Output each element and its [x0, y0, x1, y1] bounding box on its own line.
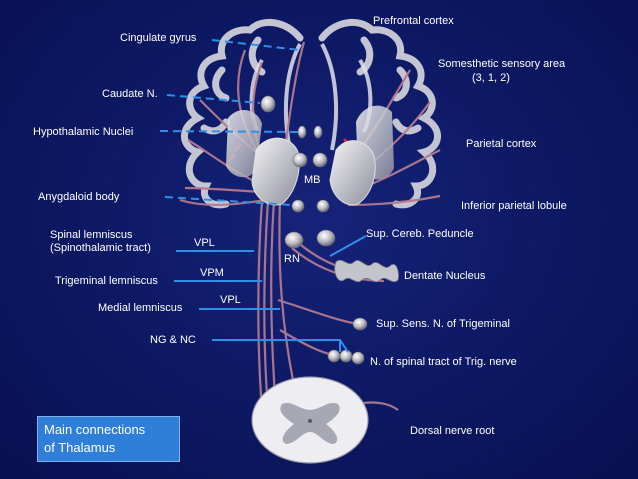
- label-spinal-tract-trig: N. of spinal tract of Trig. nerve: [370, 356, 517, 368]
- label-prefrontal-cortex: Prefrontal cortex: [373, 15, 454, 27]
- left-gyrus-fold-2: [212, 66, 230, 102]
- right-red-nucleus: [316, 229, 336, 247]
- left-hemisphere-outline: [181, 19, 304, 209]
- fiber-parietal-4: [347, 194, 441, 207]
- label-rn: RN: [284, 253, 300, 265]
- nuclei: [260, 95, 368, 365]
- ng-nc-nucleus-1: [327, 349, 341, 363]
- right-amygdaloid: [316, 199, 330, 213]
- cortex-outline: [181, 19, 441, 209]
- amygdaloid-nucleus: [291, 199, 305, 213]
- right-thalamus: [329, 140, 376, 206]
- label-somesthetic-area: Somesthetic sensory area: [438, 58, 566, 70]
- label-spinothalamic-tract: (Spinothalamic tract): [50, 242, 151, 254]
- label-inferior-parietal: Inferior parietal lobule: [461, 200, 567, 212]
- fiber-left-3: [179, 198, 266, 206]
- right-gyrus-fold-3: [392, 118, 422, 135]
- fiber-descend-3: [270, 199, 278, 411]
- title-box: Main connections of Thalamus: [37, 416, 180, 462]
- hypothalamic-nucleus-1: [297, 125, 307, 139]
- left-medial-edge: [283, 43, 302, 151]
- fiber-descend-2: [263, 199, 270, 411]
- red-nucleus: [284, 231, 304, 249]
- label-ng-nc: NG & NC: [150, 334, 196, 346]
- label-cingulate-gyrus: Cingulate gyrus: [120, 32, 197, 44]
- right-medial-edge: [320, 43, 339, 151]
- central-canal: [308, 419, 312, 423]
- label-sup-sens-trigeminal: Sup. Sens. N. of Trigeminal: [376, 318, 510, 330]
- fiber-trigeminal: [277, 298, 359, 326]
- pointer-cingulate: [211, 39, 301, 51]
- label-mb: MB: [304, 174, 321, 186]
- spinal-cord-section: [251, 376, 369, 464]
- pointer-lines: [159, 39, 367, 353]
- label-dorsal-nerve-root: Dorsal nerve root: [410, 425, 495, 437]
- label-amygdaloid-body: Anygdaloid body: [38, 191, 120, 203]
- label-trigeminal-lemniscus: Trigeminal lemniscus: [55, 275, 158, 287]
- left-thalamus: [251, 137, 300, 206]
- caudate-nucleus: [260, 95, 276, 113]
- label-vpm: VPM: [200, 267, 224, 279]
- pointer-hypothalamic: [159, 130, 299, 133]
- fiber-prefrontal: [283, 41, 306, 151]
- pointer-caudate: [166, 94, 261, 104]
- pointer-ng-nc-2: [339, 339, 349, 353]
- pointer-sup-cereb: [329, 235, 367, 257]
- label-vpl-upper: VPL: [194, 237, 215, 249]
- left-lateral-cortex: [226, 110, 262, 178]
- fiber-left-2: [184, 186, 263, 194]
- sup-sens-trigeminal-nucleus: [352, 317, 368, 331]
- right-gyrus-fold-1: [356, 36, 374, 76]
- label-dentate-nucleus: Dentate Nucleus: [404, 270, 486, 282]
- right-gyrus-fold-2: [392, 66, 410, 102]
- label-spinal-lemniscus: Spinal lemniscus: [50, 229, 133, 241]
- title-line-2: of Thalamus: [44, 440, 116, 455]
- mammillary-body-1: [292, 152, 308, 168]
- spinal-cord-gray-matter: [280, 403, 340, 444]
- label-vpl-lower: VPL: [220, 294, 241, 306]
- mammillary-body-2: [312, 152, 328, 168]
- ng-nc-nucleus-2: [339, 349, 353, 363]
- spinal-trig-nucleus: [351, 351, 365, 365]
- pointer-amygdaloid: [164, 196, 293, 206]
- right-hemisphere-outline: [318, 19, 441, 209]
- label-hypothalamic-nuclei: Hypothalamic Nuclei: [33, 126, 134, 138]
- fiber-descend-1: [257, 199, 264, 411]
- label-parietal-cortex: Parietal cortex: [466, 138, 537, 150]
- title-line-1: Main connections: [44, 422, 146, 437]
- hypothalamic-nucleus-2: [313, 125, 323, 139]
- label-caudate: Caudate N.: [102, 88, 158, 100]
- label-medial-lemniscus: Medial lemniscus: [98, 302, 183, 314]
- label-somesthetic-numbers: (3, 1, 2): [472, 72, 510, 84]
- label-sup-cereb-peduncle: Sup. Cereb. Peduncle: [366, 228, 474, 240]
- dentate-nucleus: [334, 259, 399, 283]
